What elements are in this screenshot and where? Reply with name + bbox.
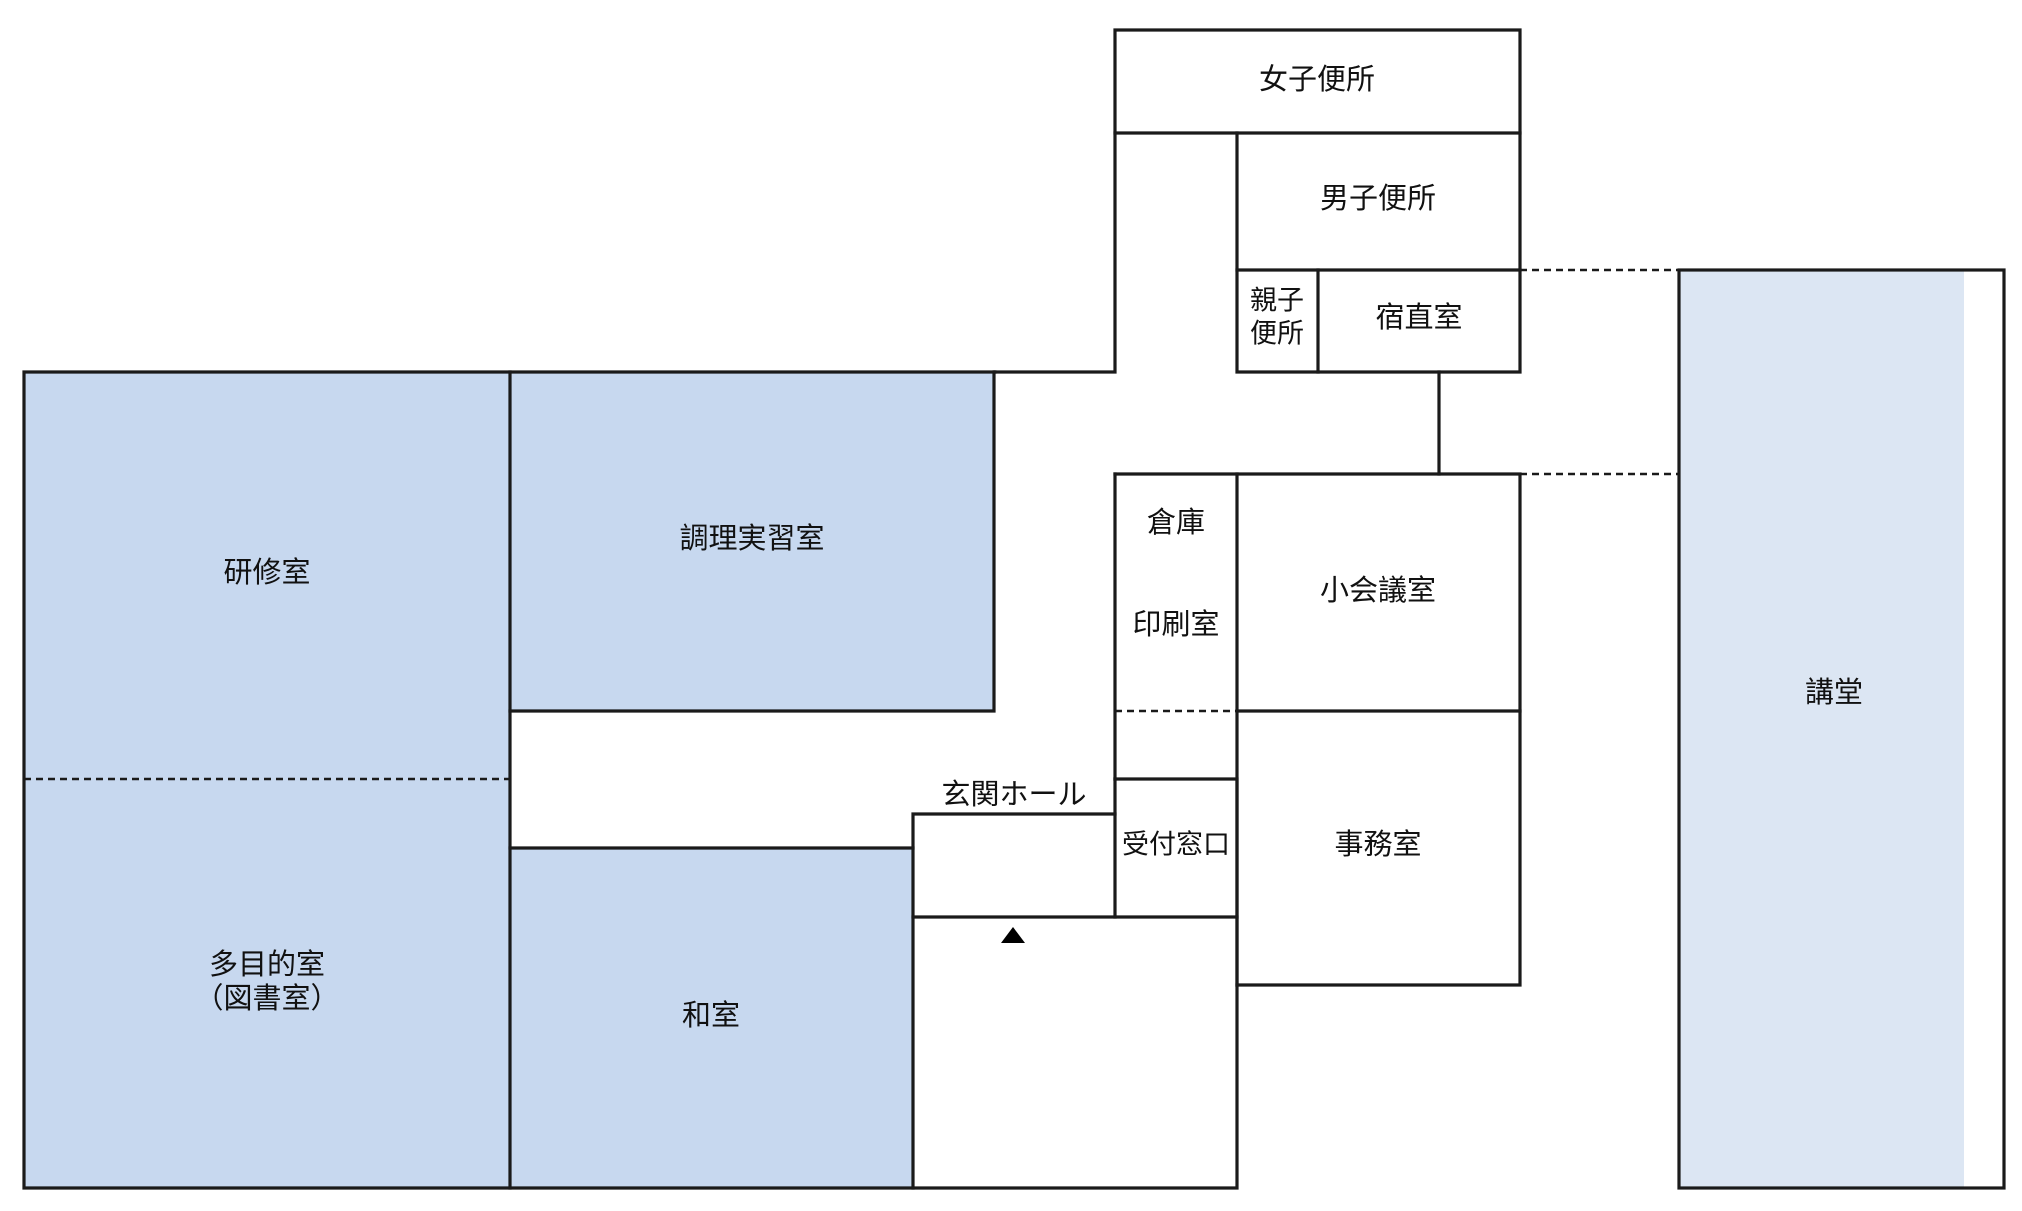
label-tamokuteki-2: （図書室） (194, 981, 339, 1015)
walls (22, 28, 2006, 1190)
label-shukuchoku: 宿直室 (1375, 300, 1462, 334)
label-kenshu: 研修室 (223, 555, 310, 589)
label-shokaigi: 小会議室 (1320, 573, 1436, 607)
label-soko: 倉庫 (1147, 505, 1205, 539)
label-kodo: 講堂 (1805, 675, 1863, 709)
label-oyako-1: 親子 (1250, 286, 1304, 317)
label-washitsu: 和室 (682, 998, 740, 1032)
dashed-partitions (24, 268, 1679, 781)
label-chori: 調理実習室 (679, 521, 824, 555)
room-chori-fill (510, 372, 994, 711)
room-kenshu-fill (24, 372, 510, 779)
label-genkan: 玄関ホール (941, 777, 1086, 811)
label-joshi-benjo: 女子便所 (1259, 62, 1375, 96)
room-kodo-fill (1679, 270, 1964, 1188)
label-danshi-benjo: 男子便所 (1320, 181, 1436, 215)
room-tamokuteki-fill (24, 779, 510, 1188)
label-oyako-2: 便所 (1250, 319, 1304, 350)
label-jimu: 事務室 (1334, 827, 1421, 861)
label-tamokuteki-1: 多目的室 (209, 947, 325, 981)
room-washitsu-fill (510, 848, 913, 1188)
label-uketsuke: 受付窓口 (1122, 830, 1230, 861)
entrance-triangle-icon (1001, 927, 1025, 943)
label-insatsu: 印刷室 (1132, 607, 1219, 641)
